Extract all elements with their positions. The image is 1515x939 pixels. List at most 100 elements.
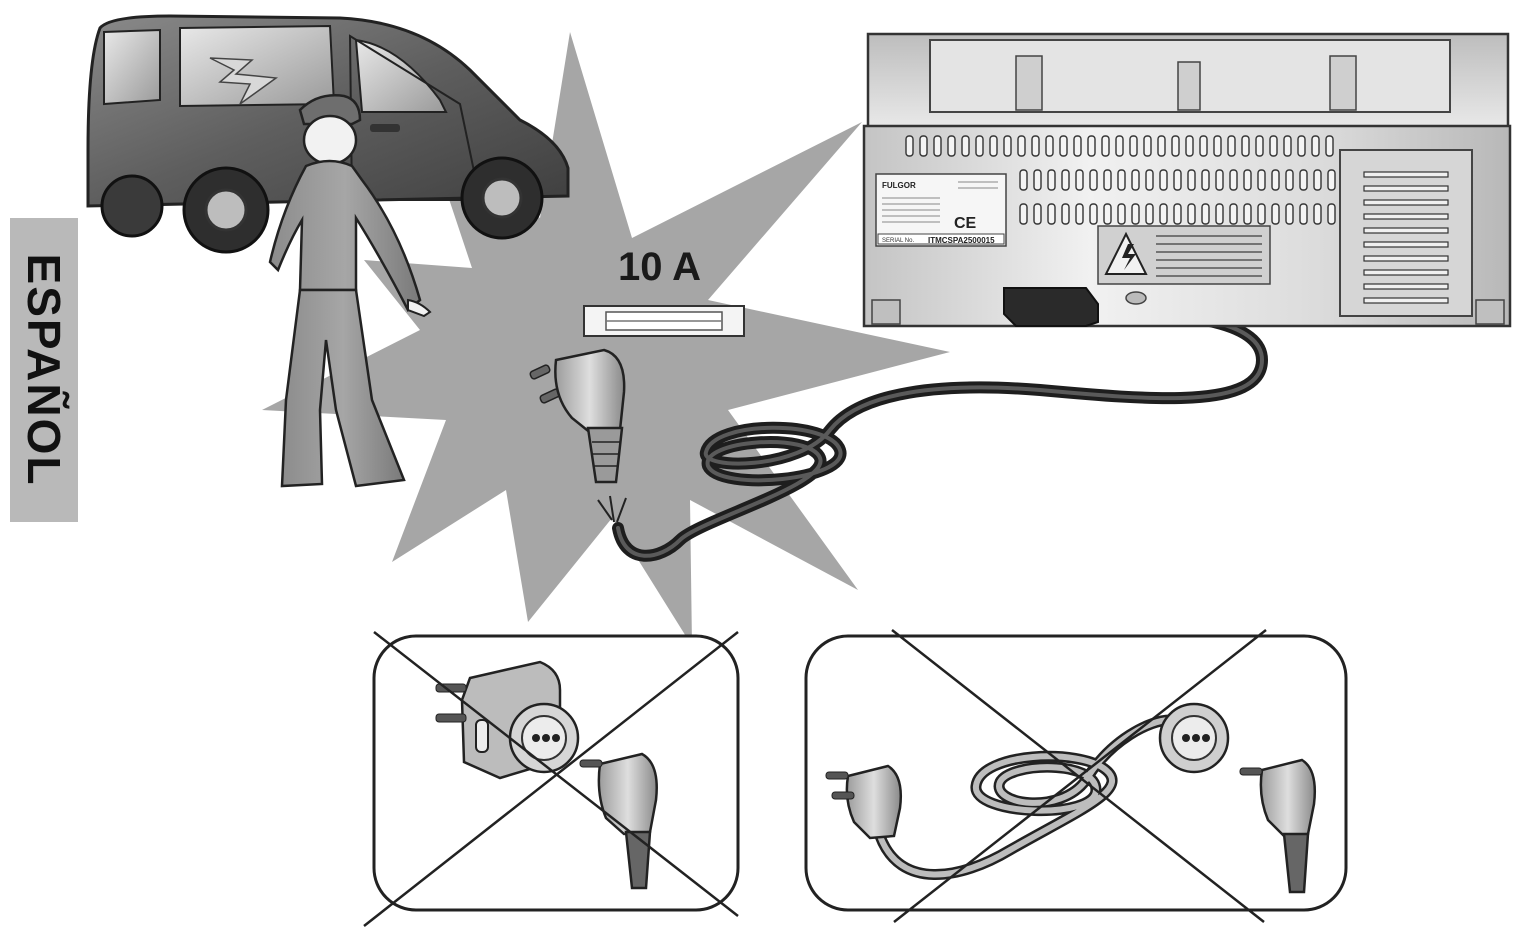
vent-slot xyxy=(1271,203,1280,225)
grille-slat xyxy=(1363,297,1449,304)
vent-slot xyxy=(1199,135,1208,157)
vent-slot xyxy=(1311,135,1320,157)
vent-slot xyxy=(1033,203,1042,225)
vent-slot xyxy=(1243,203,1252,225)
vent-slot xyxy=(1075,169,1084,191)
warning-label xyxy=(1097,225,1271,285)
vent-slot xyxy=(1187,169,1196,191)
vent-slot xyxy=(1187,203,1196,225)
vent-slot xyxy=(1201,203,1210,225)
vent-slot xyxy=(1129,135,1138,157)
vent-slots xyxy=(905,135,1336,225)
vent-slot xyxy=(1283,135,1292,157)
vent-slot xyxy=(1173,203,1182,225)
grille-slat xyxy=(1363,255,1449,262)
vent-slot xyxy=(1045,135,1054,157)
vent-slot xyxy=(1019,203,1028,225)
vent-slot xyxy=(1229,169,1238,191)
vent-slot xyxy=(1299,203,1308,225)
language-tab: ESPAÑOL xyxy=(10,218,78,522)
plug-icon xyxy=(579,752,658,890)
vent-slot xyxy=(1159,169,1168,191)
vent-slot xyxy=(1257,169,1266,191)
vent-slot xyxy=(1089,169,1098,191)
fuse-symbol xyxy=(583,305,745,337)
vent-slot xyxy=(1017,135,1026,157)
vent-slot xyxy=(933,135,942,157)
serial-number: ITMCSPA2500015 xyxy=(928,236,995,245)
vent-slot xyxy=(1117,169,1126,191)
vent-slot xyxy=(1157,135,1166,157)
vent-slot xyxy=(975,135,984,157)
vent-slot xyxy=(1075,203,1084,225)
grille-slat xyxy=(1363,213,1449,220)
vent-slot xyxy=(905,135,914,157)
rating-plate: FULGOR CE SERIAL No. ITMCSPA2500015 xyxy=(875,173,1007,247)
vent-slot xyxy=(1297,135,1306,157)
vent-slot xyxy=(1325,135,1334,157)
vent-slot xyxy=(1285,203,1294,225)
cross-line xyxy=(363,631,739,927)
vent-slot xyxy=(1019,169,1028,191)
vent-slot xyxy=(1201,169,1210,191)
vent-slot xyxy=(1003,135,1012,157)
vent-slot xyxy=(1185,135,1194,157)
vent-slot xyxy=(1241,135,1250,157)
stripped-wire-ends xyxy=(597,495,627,523)
extension-cord-icon xyxy=(874,714,1176,880)
forbidden-adapter-panel xyxy=(363,631,740,927)
vent-slot xyxy=(1299,169,1308,191)
vent-slot xyxy=(1271,169,1280,191)
grille-slat xyxy=(1363,199,1449,206)
vent-slot xyxy=(1101,135,1110,157)
grille-slat xyxy=(1363,241,1449,248)
plug-icon xyxy=(529,348,626,484)
forbidden-extension-panel xyxy=(804,629,1348,923)
vent-slot xyxy=(1269,135,1278,157)
vent-slot xyxy=(1103,203,1112,225)
vent-slot xyxy=(1145,203,1154,225)
plug-icon xyxy=(825,764,902,840)
vent-slot xyxy=(1215,203,1224,225)
appliance-brand: FULGOR xyxy=(882,181,916,190)
vent-slot xyxy=(1171,135,1180,157)
vent-slot xyxy=(1257,203,1266,225)
vent-slot xyxy=(1047,169,1056,191)
vent-slot xyxy=(1059,135,1068,157)
vent-slot xyxy=(1033,169,1042,191)
vent-slot xyxy=(1327,203,1336,225)
vent-slot xyxy=(1031,135,1040,157)
multi-socket-adapter-icon xyxy=(435,660,580,780)
grille-slat xyxy=(1363,227,1449,234)
vent-slot xyxy=(1285,169,1294,191)
plug-icon xyxy=(1239,758,1316,894)
vent-slot xyxy=(1115,135,1124,157)
vent-slot xyxy=(1061,203,1070,225)
vent-slot xyxy=(1087,135,1096,157)
cross-line xyxy=(893,629,1267,923)
appliance-rear-view: FULGOR CE SERIAL No. ITMCSPA2500015 xyxy=(862,32,1512,328)
grille-lines xyxy=(1363,171,1449,304)
vent-slot xyxy=(1103,169,1112,191)
vent-slot xyxy=(1117,203,1126,225)
grille-slat xyxy=(1363,185,1449,192)
vent-slot xyxy=(1173,169,1182,191)
grille-slat xyxy=(1363,269,1449,276)
grille-slat xyxy=(1363,171,1449,178)
vent-slot xyxy=(1327,169,1336,191)
vent-slot xyxy=(1229,203,1238,225)
power-cable xyxy=(612,306,1269,562)
vent-slot xyxy=(1313,203,1322,225)
vent-slot xyxy=(1131,203,1140,225)
vent-slot xyxy=(1159,203,1168,225)
vent-slot xyxy=(1089,203,1098,225)
vent-slot xyxy=(1213,135,1222,157)
vent-slot xyxy=(961,135,970,157)
vent-slot xyxy=(1061,169,1070,191)
vent-slot xyxy=(989,135,998,157)
technician-figure xyxy=(268,94,432,488)
grille-slat xyxy=(1363,283,1449,290)
vent-slot xyxy=(1073,135,1082,157)
vent-slot xyxy=(919,135,928,157)
